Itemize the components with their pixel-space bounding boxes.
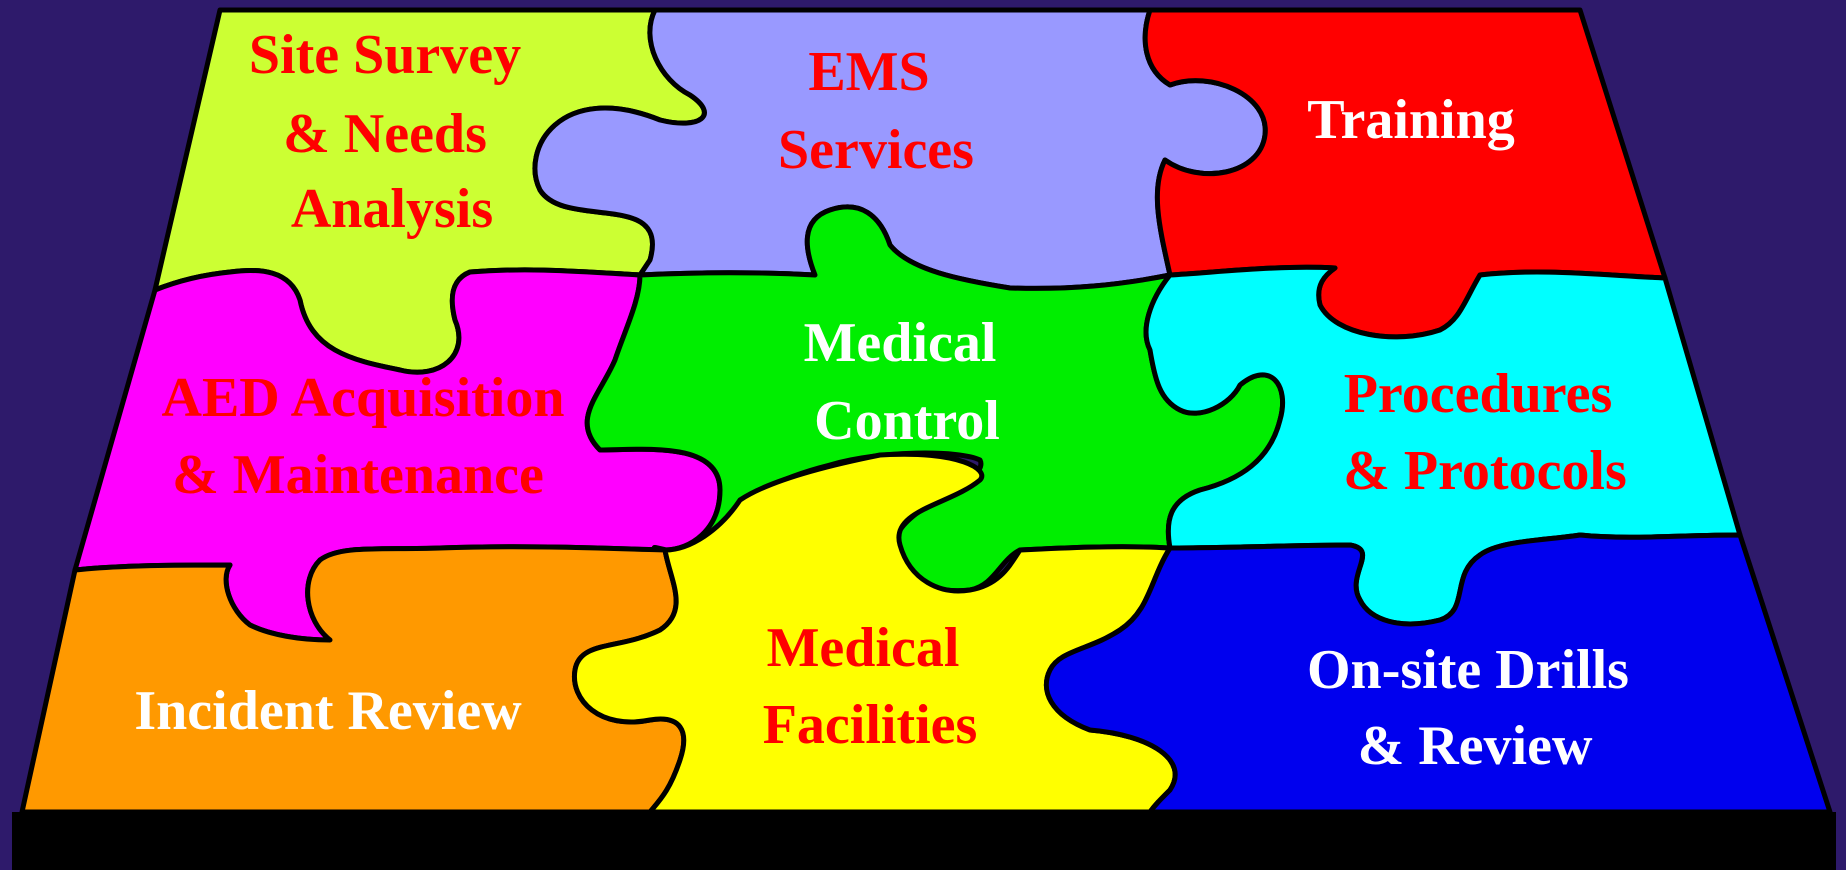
piece-label-aed-acquisition: AED Acquisition & Maintenance — [162, 367, 579, 506]
piece-label-ems-services: EMS Services — [778, 41, 974, 181]
piece-label-on-site-drills: On-site Drills & Review — [1307, 639, 1643, 777]
piece-label-medical-facilities: Medical Facilities — [763, 617, 978, 756]
piece-label-procedures-protocols: Procedures & Protocols — [1343, 363, 1627, 502]
piece-label-incident-review: Incident Review — [134, 680, 522, 742]
piece-label-site-survey: Site Survey & Needs Analysis — [249, 24, 535, 240]
puzzle-piece-on-site-drills — [1043, 532, 1833, 815]
piece-label-medical-control: Medical Control — [804, 312, 1011, 452]
puzzle-base — [12, 812, 1836, 870]
piece-label-training: Training — [1307, 89, 1514, 151]
